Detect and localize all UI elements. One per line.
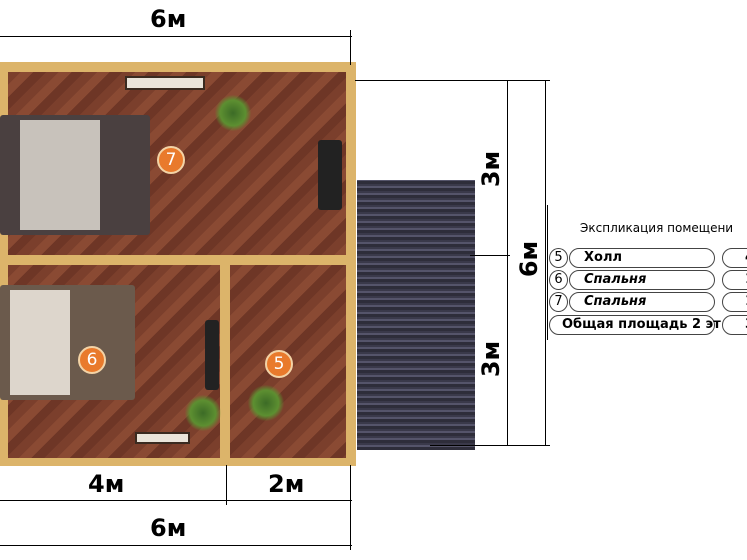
ext-line (355, 80, 550, 81)
dim-bottom-total: 6м (150, 514, 187, 542)
dim-line-bottom (0, 500, 352, 501)
window (135, 432, 190, 444)
room-number-badge: 7 (157, 146, 185, 174)
legend-room-name: Спальня (569, 270, 715, 290)
ext-line (226, 465, 227, 505)
legend-total-name: Общая площадь 2 эт (549, 315, 721, 335)
legend-room-name: Спальня (569, 292, 715, 312)
legend-border (547, 205, 548, 340)
ext-line (430, 445, 550, 446)
dim-line-right-outer (545, 80, 546, 445)
ext-line (470, 255, 510, 256)
dim-line-top (0, 36, 352, 37)
dim-bottom-left: 4м (88, 470, 125, 498)
dim-right-total: 6м (515, 240, 544, 278)
room-number-badge: 6 (78, 346, 106, 374)
dim-bottom-right: 2м (268, 470, 305, 498)
dim-right-lower: 3м (477, 340, 506, 378)
dim-top-width: 6м (150, 5, 187, 33)
legend-number: 7 (549, 292, 568, 312)
dim-right-upper: 3м (477, 150, 506, 188)
room-number-badge: 5 (265, 350, 293, 378)
desk (205, 320, 219, 390)
plant (248, 385, 284, 421)
legend-title: Экспликация помещени (580, 221, 734, 235)
ext-line (350, 30, 351, 65)
plant (185, 395, 221, 431)
dim-line-bottom-total (0, 545, 352, 546)
bed-sheet (10, 290, 70, 395)
ext-line (350, 465, 351, 550)
desk (318, 140, 342, 210)
legend-room-area: 1 (722, 270, 747, 290)
legend-room-area: 1 (722, 292, 747, 312)
legend-number: 5 (549, 248, 568, 268)
dim-line-right-inner (507, 80, 508, 445)
legend-number: 6 (549, 270, 568, 290)
bed-sheet (20, 120, 100, 230)
terrace-roof (357, 180, 475, 450)
legend-room-name: Холл (569, 248, 715, 268)
legend-room-area: 4 (722, 248, 747, 268)
plant (215, 95, 251, 131)
legend-total-area: 3 (722, 315, 747, 335)
window (125, 76, 205, 90)
